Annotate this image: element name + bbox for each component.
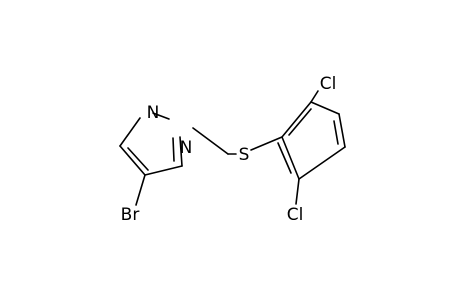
pyrazole-ring [119,112,183,206]
bond-n2-c3 [119,117,141,147]
bond-c4-c5 [144,165,183,176]
bond-c4-br [135,174,146,206]
benzene-ring [277,90,346,205]
bond-b4-b5 [298,146,346,180]
atom-cl1-label: Cl [320,74,337,94]
atom-n2-label: N [147,103,160,123]
bond-n1-n2 [152,112,170,120]
bond-b3-b4 [338,113,346,148]
bond-n1-ch2 [192,127,229,155]
bond-c3-c4 [119,145,146,176]
atom-br-label: Br [121,205,140,225]
bond-s-ring [250,136,283,151]
bond-b5-b1 [281,136,300,180]
atom-cl2-label: Cl [287,205,304,225]
bond-c5-n1-double [172,137,175,162]
bond-b5-b1-inner [277,142,292,174]
bond-c3-c4-double [127,147,149,171]
methylene-thio-linker [192,127,283,155]
bond-c5-n1 [179,136,183,167]
bond-b2-cl1 [310,90,319,103]
atom-labels: N N S Cl Cl Br [121,74,337,225]
bond-b5-cl2 [295,178,300,205]
bond-b1-b2-inner [288,108,312,136]
bond-b2-b3 [310,101,340,115]
bond-b1-b2 [281,101,312,138]
atom-s-label: S [239,145,250,165]
bond-b3-b4-inner [333,120,339,145]
atom-n1-label: N [180,138,193,158]
